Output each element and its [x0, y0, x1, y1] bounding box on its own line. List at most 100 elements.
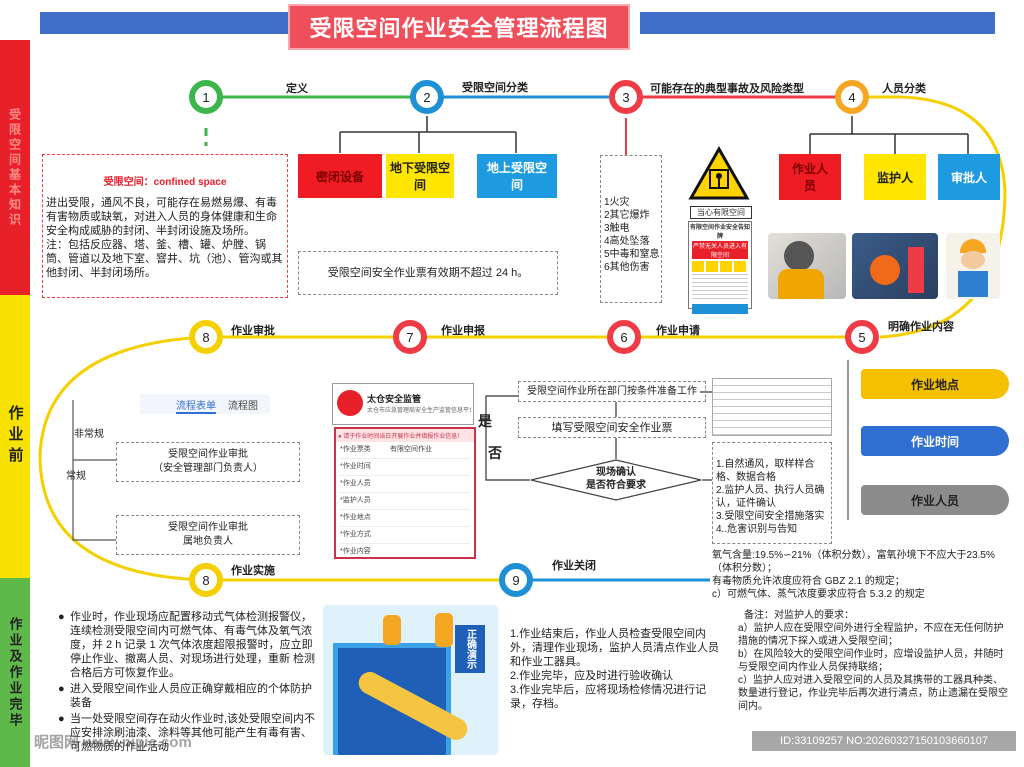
- step-node-6[interactable]: 6: [607, 320, 641, 354]
- personnel-approver: 审批人: [938, 154, 1000, 200]
- implementation-bullet: 当一处受限空间存在动火作业时,该处受限空间内不应安排涂刷油漆、涂料等其他可能产生…: [70, 713, 316, 753]
- step-node-2[interactable]: 2: [410, 80, 444, 114]
- step-node-8-implementation[interactable]: 8: [189, 563, 223, 597]
- step-node-4[interactable]: 4: [835, 80, 869, 114]
- tag-workers: 作业人员: [861, 485, 1009, 515]
- form-field-label[interactable]: *作业内容: [340, 548, 371, 555]
- form-field-label[interactable]: *监护人员: [340, 493, 470, 510]
- closing-text: 1.作业结束后，作业人员检查受限空间内外，清理作业现场，监护人员清点作业人员和作…: [510, 628, 719, 710]
- decision-diamond: [530, 459, 702, 501]
- validity-text: 受限空间安全作业票有效期不超过 24 h。: [327, 267, 529, 279]
- form-field-label[interactable]: *作业时间: [340, 459, 470, 476]
- checklist-text: 1.自然通风，取样样合格、数据合格 2.监护人员、执行人员确认，证件确认 3.受…: [716, 459, 825, 535]
- checklist-box: [712, 442, 832, 544]
- step-node-9[interactable]: 9: [499, 563, 533, 597]
- category-sealed-equipment: 密闭设备: [298, 154, 382, 198]
- risk-item: 1火灾: [604, 197, 630, 208]
- step-node-1[interactable]: 1: [189, 80, 223, 114]
- fill-form-text: 填写受限空间安全作业票: [551, 422, 673, 434]
- step-label-5: 明确作业内容: [888, 321, 954, 333]
- watermark-left: 昵图网 www.nipic.com: [34, 734, 192, 751]
- definition-body: 进出受限，通风不良，可能存在易燃易爆、有毒有害物质或缺氧，对进入人员的身体健康和…: [46, 197, 277, 237]
- gas-requirements: 氧气含量:19.5%∽21%（体积分数），富氧孙境下不应大于23.5%（体积分数…: [712, 550, 995, 600]
- watermark-right: ID:33109257 NO:20260327150103660107: [752, 731, 1016, 751]
- hazard-icon: [706, 261, 718, 272]
- remarks-heading: 备注：对监护人的要求：: [744, 610, 854, 621]
- approver-illustration-image: [946, 233, 1000, 299]
- sidebar-before: 作业前: [0, 295, 30, 578]
- tab-process-form[interactable]: 流程表单: [176, 397, 216, 414]
- title-bar-right: [640, 12, 995, 34]
- approval-safety-dept-box: [116, 442, 300, 482]
- form-field-label[interactable]: *作业人员: [340, 476, 470, 493]
- risk-item: 3触电: [604, 223, 630, 234]
- form-field-label[interactable]: *作业方式: [340, 527, 470, 544]
- risk-item: 6其他伤害: [604, 262, 650, 273]
- hazard-icon: [692, 261, 704, 272]
- sidebar-before-label: 作业前: [6, 405, 24, 468]
- decision-no-label: 否: [488, 445, 502, 461]
- step-node-7[interactable]: 7: [393, 320, 427, 354]
- step-label-9: 作业关闭: [552, 560, 596, 572]
- risk-list-box: [600, 155, 662, 303]
- sidebar-basics: 受限空间基本知识: [0, 40, 30, 295]
- step-node-8-approval[interactable]: 8: [189, 320, 223, 354]
- warning-sign-caption: 当心有限空间: [690, 206, 752, 219]
- hazard-icon: [734, 261, 746, 272]
- risk-list: 1火灾 2其它爆炸 3触电 4高处坠落 5中毒和窒息 6其他伤害: [604, 196, 664, 274]
- org-logo-icon: [337, 390, 363, 416]
- tag-work-time: 作业时间: [861, 426, 1009, 456]
- risk-item: 2其它爆炸: [604, 210, 650, 221]
- sidebar-during-label: 作业及作业完毕: [7, 616, 23, 729]
- tag-work-location: 作业地点: [861, 369, 1009, 399]
- step-label-4: 人员分类: [882, 83, 926, 95]
- declaration-form: ● 请于作业时间当日开展作业并填报作业信息！ *作业票类 有限空间作业 *作业时间…: [334, 427, 476, 559]
- category-aboveground: 地上受限空间: [477, 154, 557, 198]
- step-node-5[interactable]: 5: [845, 320, 879, 354]
- decision-text: 现场确认 是否符合要求: [586, 467, 646, 491]
- guardian-remarks: 备注：对监护人的要求： a）监护人应在受限空间外进行全程监护，不应在无任何防护措…: [738, 609, 1010, 713]
- definition-heading: 受限空间：confined space: [103, 177, 227, 188]
- org-subtitle: 太仓市应急管理局安全生产监管信息平台小程序: [367, 408, 471, 414]
- approval-tabs: 流程表单 流程图: [140, 394, 270, 414]
- sidebar-basics-label: 受限空间基本知识: [7, 107, 22, 228]
- prepare-box: [518, 381, 706, 402]
- form-banner: ● 请于作业时间当日开展作业并填报作业信息！: [336, 429, 474, 442]
- form-field-label[interactable]: *作业地点: [340, 510, 470, 527]
- permit-form-thumbnail: [712, 378, 832, 436]
- step-label-8-approval: 作业审批: [231, 325, 275, 337]
- risk-item: 5中毒和窒息: [604, 249, 660, 260]
- remark-c: c）监护人应对进入受限空间的人员及其携带的工器具种类、数量进行登记，作业完毕后再…: [738, 675, 1008, 712]
- implementation-illustration-image: 正确演示: [323, 605, 498, 755]
- personnel-guardian: 监护人: [864, 154, 926, 200]
- remark-a: a）监护人应在受限空间外进行全程监护，不应在无任何防护措施的情况下探入或进入受限…: [738, 623, 1004, 647]
- step-label-7: 作业申报: [441, 325, 485, 337]
- remark-b: b）在风险较大的受限空间作业时，应增设监护人员，并随时与受限空间内作业人员保持联…: [738, 649, 1004, 673]
- personnel-worker: 作业人员: [779, 154, 841, 200]
- form-field-value[interactable]: 有限空间作业: [390, 446, 432, 453]
- approval-safety-dept-text: 受限空间作业审批 （安全管理部门负责人）: [153, 449, 263, 474]
- form-field-label: *作业票类: [340, 446, 371, 453]
- definition-box: [42, 154, 288, 298]
- fill-form-box: [518, 417, 706, 438]
- branch-abnormal-label: 非常规: [74, 429, 104, 440]
- definition-note: 注：包括反应器、塔、釜、槽、罐、炉膛、锅筒、管道以及地下室、窨井、坑（池）、管沟…: [46, 239, 283, 279]
- step-label-3: 可能存在的典型事故及风险类型: [650, 83, 804, 95]
- hazard-icon: [720, 261, 732, 272]
- risk-item: 4高处坠落: [604, 236, 650, 247]
- guardian-illustration-image: [852, 233, 938, 299]
- safety-notice-board: 有限空间作业安全告知牌 严禁无关人员进入有限空间: [688, 221, 752, 314]
- title-bar-left: [40, 12, 288, 34]
- decision-yes-label: 是: [478, 413, 492, 429]
- category-underground: 地下受限空间: [386, 154, 454, 198]
- step-label-1: 定义: [286, 83, 308, 95]
- step-node-3[interactable]: 3: [609, 80, 643, 114]
- step-label-2: 受限空间分类: [462, 82, 528, 94]
- bullet-icon: ●: [58, 683, 65, 695]
- validity-box: [298, 251, 558, 295]
- bullet-icon: ●: [58, 611, 65, 623]
- bullet-icon: ●: [58, 713, 65, 725]
- correct-demo-label: 正确演示: [455, 625, 485, 673]
- tab-process-chart[interactable]: 流程图: [228, 401, 258, 412]
- implementation-bullets: ●作业时，作业现场应配置移动式气体检测报警仪，连续检测受限空间内可燃气体、有毒气…: [58, 610, 322, 754]
